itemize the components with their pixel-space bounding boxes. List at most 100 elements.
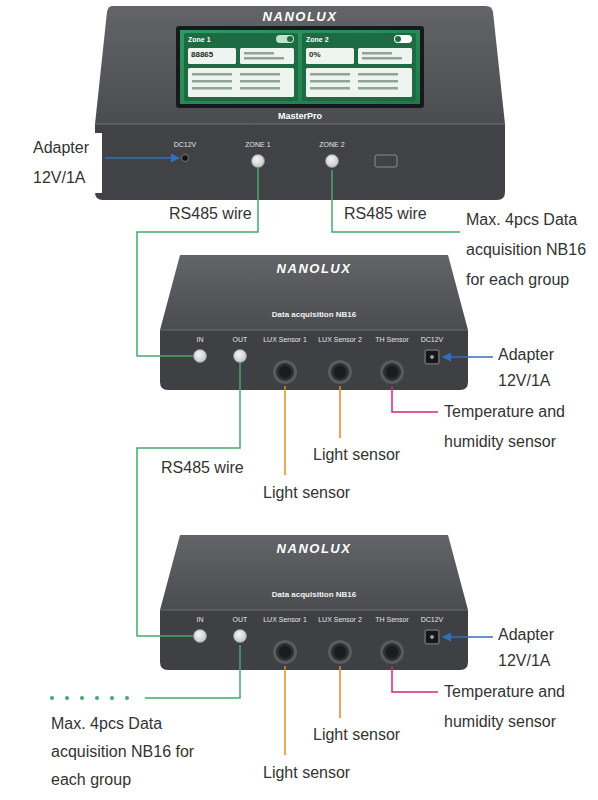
port-socket: [273, 360, 297, 384]
screen-card: [188, 68, 294, 97]
screen-line: [310, 87, 350, 90]
toggle-knob: [287, 36, 293, 42]
screen-value: 0%: [309, 50, 321, 60]
screen-line: [358, 80, 398, 83]
label-holder: Light sensor: [312, 445, 401, 465]
annotation: Adapter 12V/1A: [32, 133, 102, 193]
port-label: LUX Sensor 1: [263, 615, 307, 625]
device-top-face: [160, 535, 468, 610]
device-name: Data acquisition NB16: [272, 310, 356, 320]
rs485-wire: [332, 170, 460, 232]
screen-line: [362, 57, 402, 60]
port-label: DC12V: [421, 335, 444, 345]
device-name: Data acquisition NB16: [272, 590, 356, 600]
rs485-wire: [145, 645, 240, 698]
text-holder: NANOLUX: [277, 542, 352, 556]
annotation: Temperature and humidity sensor: [443, 677, 593, 737]
rs485-port: ZONE 1: [245, 140, 270, 168]
screen-card: [240, 48, 294, 64]
screen-line: [240, 87, 280, 90]
data-acquisition-box: NANOLUX Data acquisition NB16IN OUT LUX Sen…: [160, 535, 468, 670]
toggle-switch: [394, 35, 412, 43]
port-label: DC12V: [174, 140, 197, 150]
port-label: IN: [197, 615, 204, 625]
screen-panel: [184, 33, 298, 101]
screen-bezel: [176, 26, 424, 108]
th-sensor-cable: [392, 666, 438, 692]
annotation: Light sensor: [262, 483, 351, 503]
screen-panel: [302, 33, 416, 101]
port-socket: [325, 154, 339, 168]
screen-line: [310, 80, 350, 83]
annotation: Light sensor: [312, 445, 401, 465]
label-holder: Light sensor: [262, 763, 351, 783]
port-socket: [251, 154, 265, 168]
text-holder: 88865: [191, 50, 213, 60]
toggle-switch: [276, 35, 294, 43]
port-label: LUX Sensor 2: [318, 335, 362, 345]
sensor-port: TH Sensor: [375, 615, 408, 664]
device-edge: [95, 124, 505, 125]
dot: [80, 696, 84, 700]
sensor-port: LUX Sensor 1: [263, 335, 307, 384]
annotation: Light sensor: [262, 763, 351, 783]
screen-line: [244, 52, 274, 55]
continuation-dots: [50, 696, 129, 700]
port-label: OUT: [233, 335, 248, 345]
card-slot: [375, 155, 397, 167]
light-sensor-cable: [284, 666, 286, 755]
screen-display: [180, 30, 420, 104]
rs485-wire: [137, 168, 258, 356]
port-label: OUT: [233, 615, 248, 625]
dot: [65, 696, 69, 700]
port-socket: [424, 629, 440, 645]
annotation: Max. 4pcs Data acquisition NB16 for each…: [50, 710, 220, 794]
masterpro-body: [95, 6, 505, 200]
device-top-face: [95, 6, 505, 124]
brand-logo: NANOLUX: [277, 262, 352, 276]
wire-label: RS485 wire: [168, 204, 253, 224]
adapter-arrow: [443, 636, 493, 637]
label-holder: RS485 wire: [160, 458, 245, 478]
text-holder: Zone 1: [188, 35, 211, 44]
light-sensor-cable: [339, 386, 341, 438]
leader-lines: [105, 158, 493, 755]
screen-card: [306, 48, 354, 64]
sensor-port: LUX Sensor 2: [318, 615, 362, 664]
label-holder: Temperature and humidity sensor: [443, 677, 593, 737]
port-socket: [424, 349, 440, 365]
text-holder: 0%: [309, 50, 321, 60]
screen-fine-print: [192, 52, 402, 90]
sensor-port: LUX Sensor 1: [263, 615, 307, 664]
screen-line: [240, 80, 280, 83]
label-holder: Adapter 12V/1A: [497, 342, 577, 394]
port-socket: [328, 360, 352, 384]
toggle-knob: [395, 36, 401, 42]
device-front-face: [95, 124, 505, 200]
power-jack: DC12V: [421, 615, 444, 645]
device-front-face: [160, 610, 468, 670]
label-holder: Light sensor: [262, 483, 351, 503]
screen-line: [310, 73, 350, 76]
th-sensor-cable: [392, 386, 438, 412]
port-label: TH Sensor: [375, 335, 408, 345]
screen-line: [192, 80, 232, 83]
label-holder: RS485 wire: [343, 204, 428, 224]
annotation: Adapter 12V/1A: [497, 342, 577, 394]
label-holder: Light sensor: [312, 725, 401, 745]
device-top-face: [160, 255, 468, 330]
device-name: MasterPro: [278, 111, 322, 122]
port-socket: [328, 640, 352, 664]
adapter-arrow: [105, 157, 179, 158]
port-socket: [273, 640, 297, 664]
annotation: Light sensor: [312, 725, 401, 745]
port-socket: [181, 154, 189, 162]
adapter-arrow: [443, 356, 493, 357]
screen-card: [358, 48, 412, 64]
label-holder: Temperature and humidity sensor: [443, 397, 593, 457]
port-label: ZONE 2: [319, 140, 344, 150]
text-holder: Zone 2: [306, 35, 329, 44]
port-socket: [233, 629, 247, 643]
port-label: LUX Sensor 1: [263, 335, 307, 345]
text-holder: Data acquisition NB16: [272, 590, 356, 600]
